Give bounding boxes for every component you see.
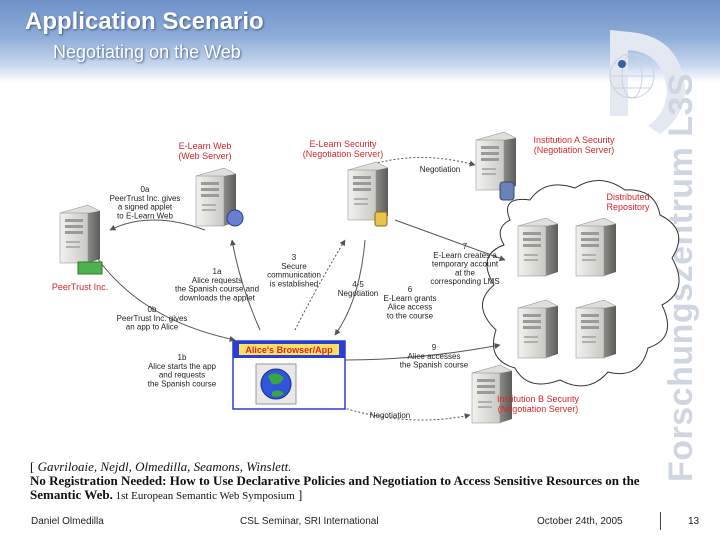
repo-server-4 [575,299,617,359]
repo-server-1 [517,217,559,277]
page-number: 13 [688,516,700,527]
slide-subtitle: Negotiating on the Web [53,42,241,62]
footer-event: CSL Seminar, SRI International [240,516,379,527]
footer-date: October 24th, 2005 [537,516,623,527]
l3s-dot-globe-logo-icon [609,30,685,134]
link-elearnweb-peertrust [109,219,206,231]
label-institution-b: Institution B Security(Negotiation Serve… [497,394,580,414]
link-elearnsec-repository [394,219,506,261]
label-peertrust: PeerTrust Inc. [52,282,108,292]
elearn-security-server [347,161,389,221]
link-alice-elearnsecurity [294,239,346,331]
footer-author: Daniel Olmedilla [31,516,104,527]
label-institution-a: Institution A Security(Negotiation Serve… [533,135,615,155]
link-alice-repository [344,343,501,361]
link-peertrust-alice [94,254,236,342]
link-elearnsec-instA [369,157,476,167]
database-icon [499,181,515,201]
citation-close: ] [294,487,303,502]
link-alice-elearnweb [229,239,261,331]
negotiation-top: Negotiation [420,165,460,174]
globe-icon [226,209,244,227]
negotiation-bottom: Negotiation [370,411,410,420]
slide-title: Application Scenario [25,8,264,35]
footer-separator [660,512,661,530]
lock-icon [374,211,388,227]
citation-authors: Gavriloaie, Nejdl, Olmedilla, Seamons, W… [37,459,292,474]
link-alice-instB [319,399,471,421]
repo-server-3 [517,299,559,359]
label-elearn-security: E-Learn Security(Negotiation Server) [303,139,384,159]
alice-browser-label: Alice's Browser/App [245,345,333,355]
slide-header: Application Scenario Negotiating on the … [0,0,720,82]
citation-title: No Registration Needed: How to Use Decla… [30,473,640,502]
citation-open: [ [30,459,38,474]
applet-icon [77,261,103,275]
label-elearn-web: E-Learn Web(Web Server) [178,141,231,161]
repo-server-2 [575,217,617,277]
alice-browser-window: Alice's Browser/App [232,340,346,410]
citation-block: [ Gavriloaie, Nejdl, Olmedilla, Seamons,… [30,460,670,503]
peertrust-server [59,204,101,264]
citation-venue: 1st European Semantic Web Symposium [112,490,295,502]
link-elearnsec-alice [334,239,366,336]
institution-a-server [475,131,517,191]
